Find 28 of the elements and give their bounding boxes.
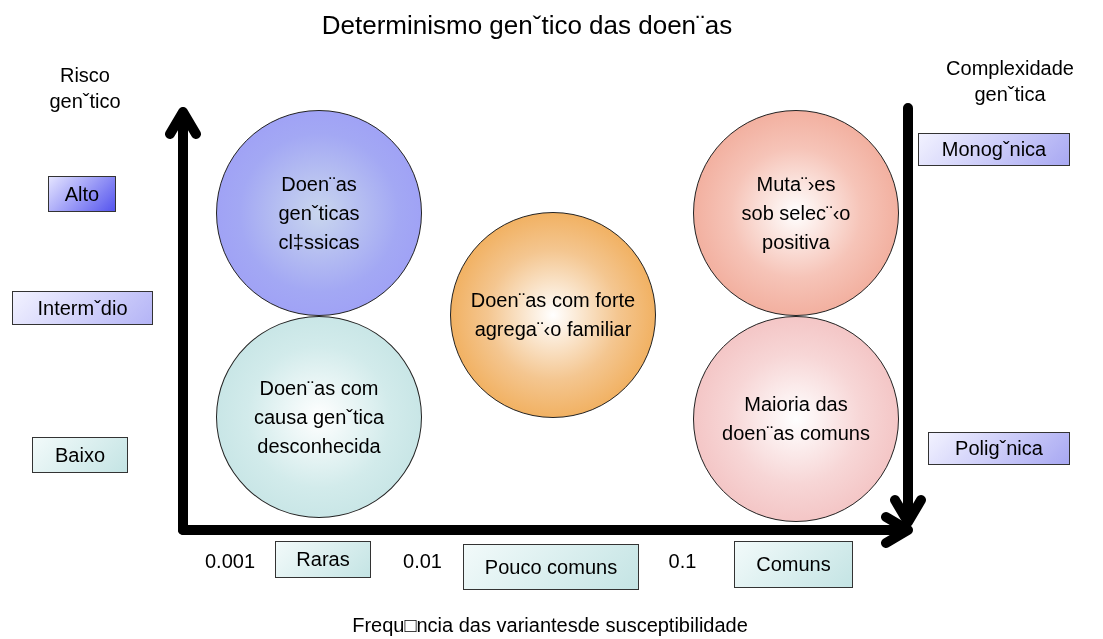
tick-label: 0.001	[203, 549, 257, 574]
category-box	[918, 133, 1070, 166]
box-label: Baixo	[55, 443, 105, 467]
category-box	[12, 291, 153, 325]
box-label: Monogˇnica	[941, 138, 1047, 161]
circle-label: Muta¨›es sob selec¨‹o positiva	[741, 171, 851, 255]
category-box	[32, 437, 128, 473]
tick-label: 0.1	[667, 549, 698, 574]
tick-label: 0.01	[402, 549, 443, 574]
diagram-title: Determinismo genˇtico das doen¨as	[320, 10, 734, 41]
box-label: Intermˇdio	[37, 296, 128, 320]
category-box	[275, 541, 371, 578]
circle-label: Doen¨as com forte agrega¨‹o familiar	[469, 288, 637, 342]
circle-label: Doen¨as com causa genˇtica desconhecida	[252, 375, 386, 459]
box-label: Comuns	[756, 553, 831, 576]
category-box	[48, 176, 116, 212]
category-box	[734, 541, 853, 588]
circle-label: Doen¨as genˇticas cl‡ssicas	[277, 171, 361, 255]
box-label: Poligˇnica	[955, 437, 1043, 460]
category-box	[928, 432, 1070, 465]
box-label: Pouco comuns	[484, 555, 618, 579]
box-label: Raras	[296, 548, 350, 571]
category-box	[463, 544, 639, 590]
box-label: Alto	[64, 182, 100, 206]
axis-title: Risco genˇtico	[48, 63, 122, 114]
axis-title: Complexidade genˇtica	[945, 56, 1075, 107]
circle-label: Maioria das doen¨as comuns	[721, 392, 871, 446]
axis-title: Frequ□ncia das variantesde susceptibilidade	[351, 613, 749, 638]
